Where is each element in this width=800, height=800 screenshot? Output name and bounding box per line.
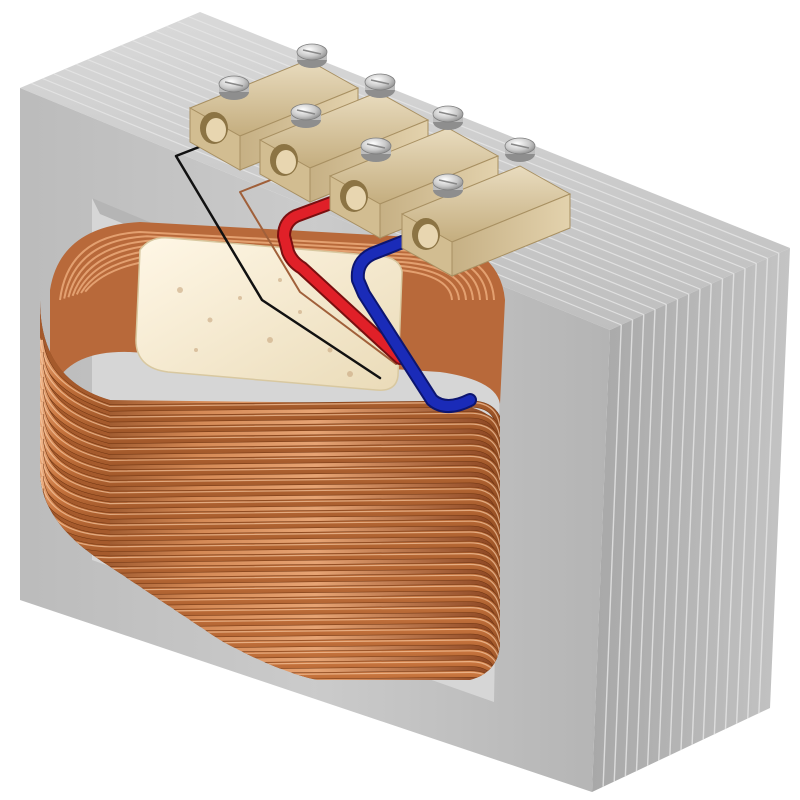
screw-icon — [504, 137, 536, 162]
screw-icon — [364, 73, 396, 98]
screw-icon — [432, 173, 464, 198]
terminal-side-face — [451, 193, 571, 277]
coil-insulator-former — [135, 237, 403, 391]
screw-icon — [432, 105, 464, 130]
screw-icon — [218, 75, 250, 100]
terminal-blocks — [188, 43, 572, 277]
screw-icon — [296, 43, 328, 68]
screw-icon — [360, 137, 392, 162]
screw-icon — [290, 103, 322, 128]
terminal-block — [400, 137, 572, 277]
copper-coil — [40, 222, 505, 684]
insulator-speckles — [177, 278, 362, 377]
lead-wires — [174, 140, 477, 413]
lead-wire-black — [174, 140, 382, 380]
core-laminations — [602, 253, 780, 787]
lead-wire-copper-thin — [239, 169, 397, 365]
